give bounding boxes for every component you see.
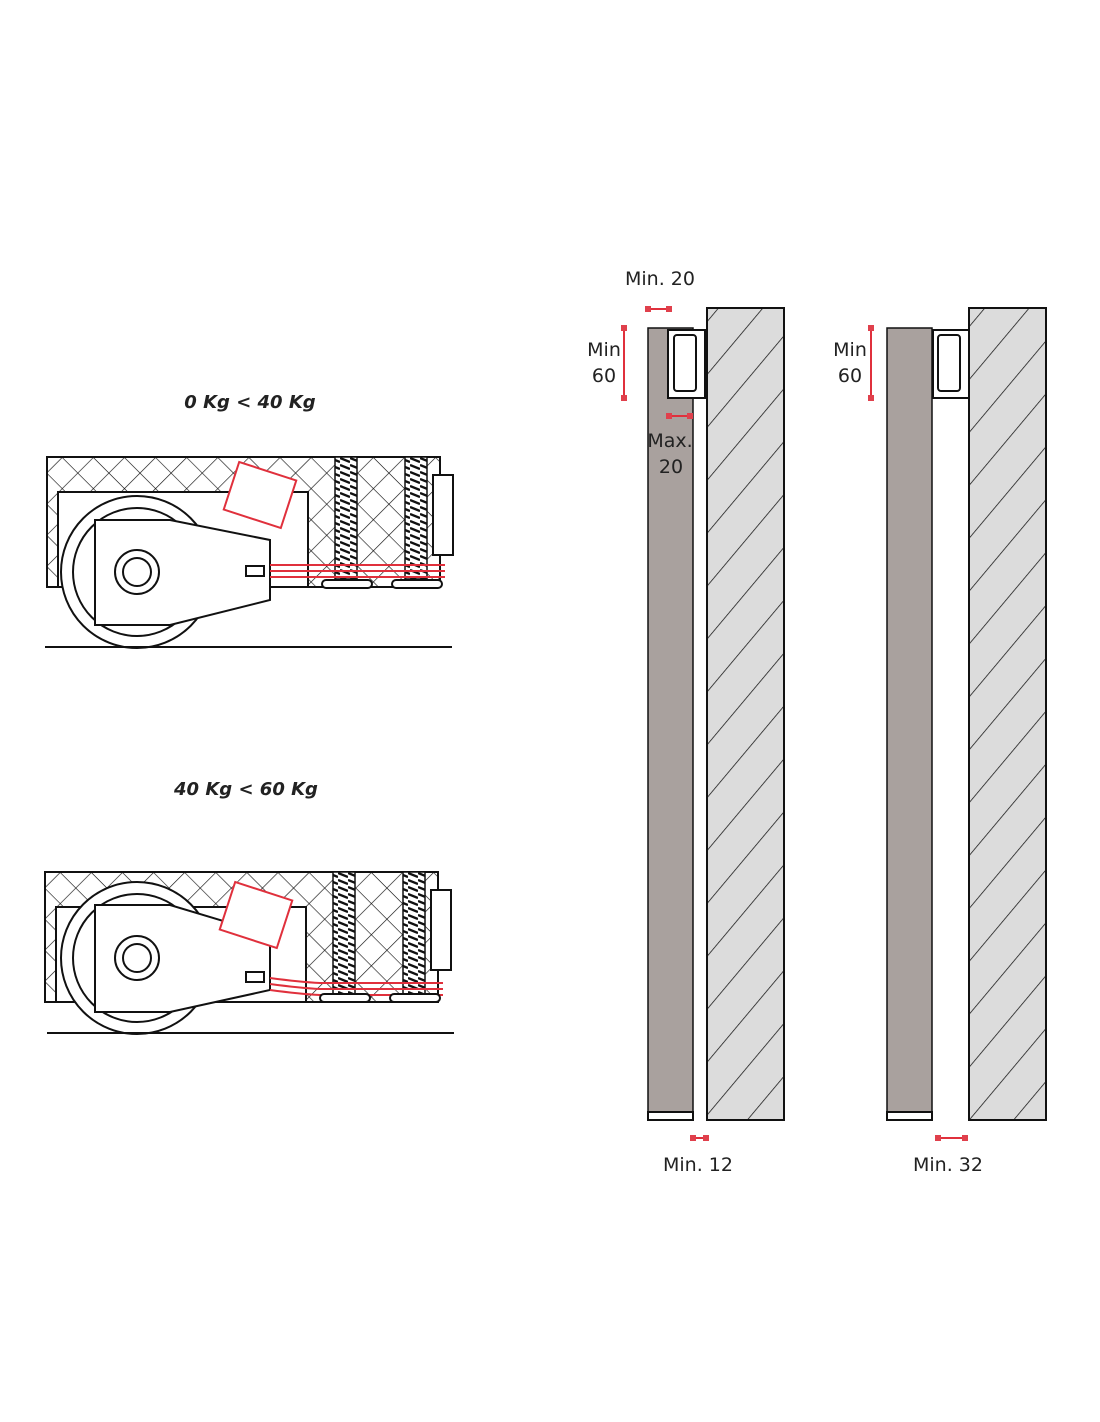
bottom-gap-label: Min. 32 bbox=[913, 1154, 983, 1176]
door-panel bbox=[647, 327, 694, 1113]
dim-height: Min 60 bbox=[833, 325, 874, 401]
roller-diagram-light: 0 Kg < 40 Kg bbox=[45, 392, 454, 649]
adjust-rod bbox=[270, 564, 445, 578]
installation-overlap: Min. 20 Min 60 Max. 20 Min. 12 bbox=[587, 268, 785, 1176]
overlap-label-line1: Max. bbox=[647, 430, 692, 452]
adjust-rod bbox=[269, 977, 443, 996]
wall bbox=[706, 307, 785, 1121]
adjuster-block bbox=[222, 460, 298, 530]
axle-icon bbox=[114, 935, 160, 981]
roller-diagram-heavy: 40 Kg < 60 Kg bbox=[44, 779, 454, 1035]
top-gap-label: Min. 20 bbox=[625, 268, 695, 290]
dim-bottom-gap: Min. 32 bbox=[913, 1135, 983, 1176]
weight-label: 40 Kg < 60 Kg bbox=[173, 779, 318, 800]
bottom-gap-label: Min. 12 bbox=[663, 1154, 733, 1176]
floor-guide bbox=[647, 1111, 694, 1121]
roller-arm bbox=[94, 519, 271, 626]
wall bbox=[968, 307, 1047, 1121]
floor-guide bbox=[886, 1111, 933, 1121]
door-panel bbox=[886, 327, 933, 1113]
weight-label: 0 Kg < 40 Kg bbox=[184, 392, 316, 413]
height-label-line1: Min bbox=[833, 339, 867, 361]
adjuster-block bbox=[218, 880, 294, 950]
dim-bottom-gap: Min. 12 bbox=[663, 1135, 733, 1176]
dim-top-gap: Min. 20 bbox=[625, 268, 695, 312]
height-label-line1: Min bbox=[587, 339, 621, 361]
axle-icon bbox=[114, 549, 160, 595]
overlap-label-line2: 20 bbox=[659, 456, 683, 478]
height-label-line2: 60 bbox=[592, 365, 616, 387]
dim-height: Min 60 bbox=[587, 325, 627, 401]
height-label-line2: 60 bbox=[838, 365, 862, 387]
installation-gap: Min 60 Min. 32 bbox=[833, 307, 1047, 1176]
dim-overlap: Max. 20 bbox=[647, 413, 693, 478]
